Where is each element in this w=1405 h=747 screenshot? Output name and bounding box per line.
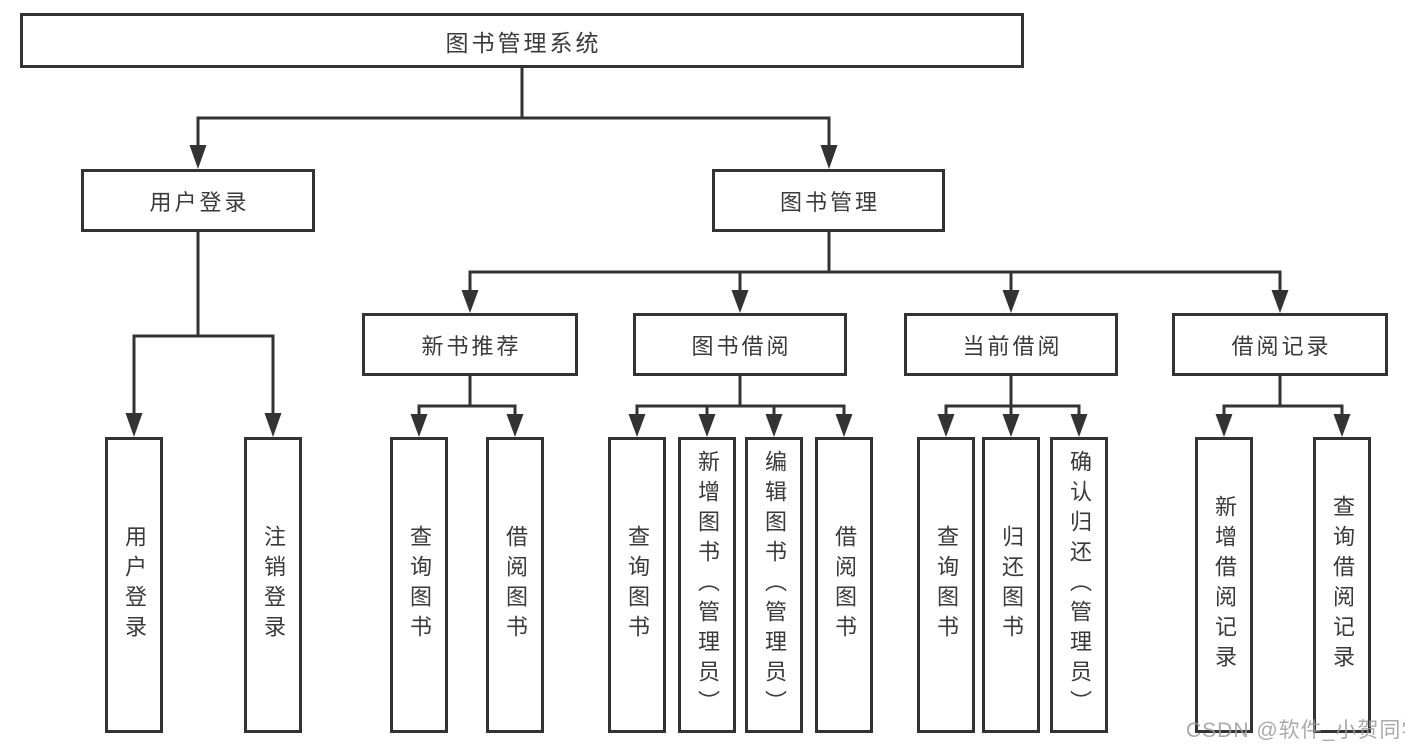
leaf-current-query-books: 查询图书 (917, 437, 975, 733)
node-label: 确认归还（管理员） (1067, 450, 1092, 720)
node-label: 图书管理 (779, 189, 880, 215)
node-label: 注销登录 (261, 525, 286, 645)
node-label: 图书管理系统 (445, 29, 602, 56)
node-label: 查询借阅记录 (1330, 495, 1355, 675)
node-book-management: 图书管理 (712, 169, 945, 232)
node-label: 查询图书 (934, 525, 959, 645)
leaf-borrow-borrow-books: 借阅图书 (815, 437, 873, 733)
node-current-borrowing: 当前借阅 (904, 313, 1118, 376)
node-label: 查询图书 (407, 525, 432, 645)
node-label: 新增借阅记录 (1212, 495, 1237, 675)
node-root: 图书管理系统 (20, 13, 1024, 68)
leaf-recommend-query-books: 查询图书 (390, 437, 448, 733)
node-label: 新书推荐 (421, 333, 522, 359)
leaf-records-add-record: 新增借阅记录 (1195, 437, 1253, 733)
node-user-login: 用户登录 (81, 169, 315, 232)
node-label: 借阅图书 (503, 525, 528, 645)
node-label: 图书借阅 (691, 333, 792, 359)
leaf-records-query-record: 查询借阅记录 (1313, 437, 1371, 733)
leaf-current-return-books: 归还图书 (982, 437, 1040, 733)
node-label: 新增图书（管理员） (695, 450, 720, 720)
node-new-book-recommendation: 新书推荐 (362, 313, 578, 376)
csdn-watermark: CSDN @软件_小贺同学 (1186, 719, 1405, 742)
node-label: 用户登录 (122, 525, 147, 645)
node-book-borrowing: 图书借阅 (633, 313, 847, 376)
node-label: 查询图书 (625, 525, 650, 645)
leaf-borrow-edit-books-admin: 编辑图书（管理员） (745, 437, 803, 733)
leaf-recommend-borrow-books: 借阅图书 (486, 437, 544, 733)
node-label: 当前借阅 (962, 333, 1063, 359)
leaf-borrow-add-books-admin: 新增图书（管理员） (678, 437, 736, 733)
node-borrowing-records: 借阅记录 (1172, 313, 1388, 376)
node-label: 编辑图书（管理员） (762, 450, 787, 720)
node-label: 借阅图书 (832, 525, 857, 645)
node-label: 借阅记录 (1231, 333, 1332, 359)
node-label: 归还图书 (999, 525, 1024, 645)
leaf-current-confirm-return-admin: 确认归还（管理员） (1050, 437, 1108, 733)
node-label: 用户登录 (149, 189, 250, 215)
arrowheads (125, 145, 1351, 437)
leaf-borrow-query-books: 查询图书 (608, 437, 666, 733)
leaf-logout: 注销登录 (244, 437, 302, 733)
leaf-user-login: 用户登录 (105, 437, 163, 733)
